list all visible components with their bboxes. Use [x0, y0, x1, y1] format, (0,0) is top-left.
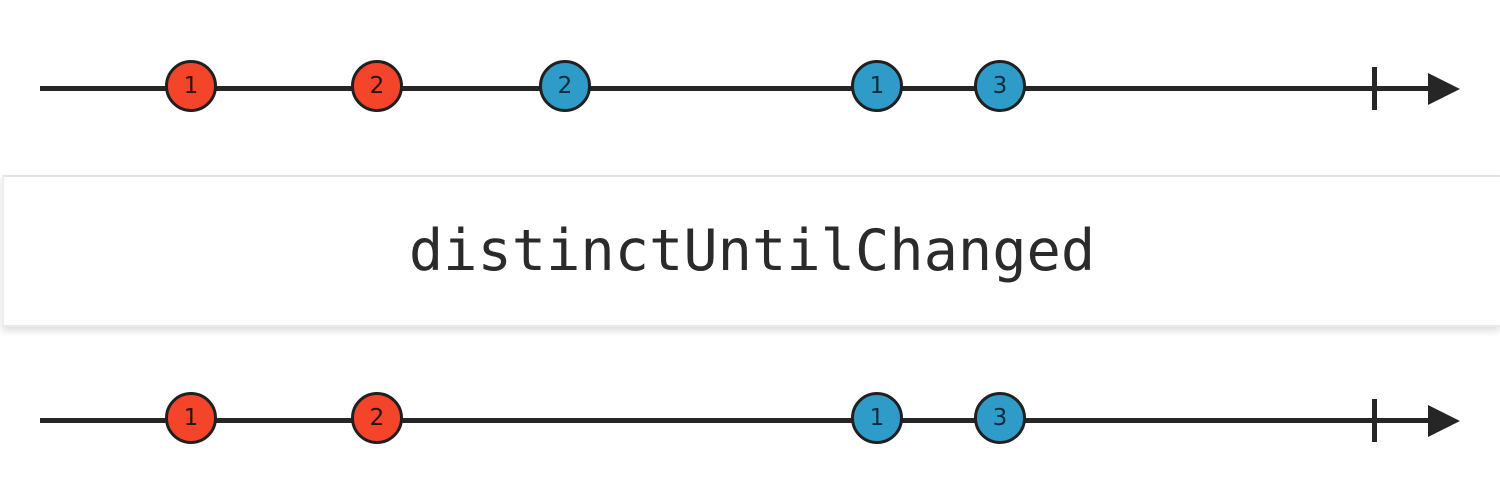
- operator-label: distinctUntilChanged: [408, 217, 1096, 284]
- output-marble-4[interactable]: 3: [974, 392, 1026, 444]
- operator-panel: distinctUntilChanged: [2, 175, 1500, 327]
- output-marble-3[interactable]: 1: [851, 392, 903, 444]
- source-axis-line: [40, 86, 1445, 91]
- source-marble-4[interactable]: 1: [851, 60, 903, 112]
- source-timeline: 1 2 2 1 3: [0, 29, 1500, 149]
- output-axis-line: [40, 418, 1445, 423]
- source-marble-3[interactable]: 2: [539, 60, 591, 112]
- output-marble-1[interactable]: 1: [165, 392, 217, 444]
- source-complete-tick-icon: [1372, 67, 1377, 110]
- output-complete-tick-icon: [1372, 399, 1377, 442]
- output-timeline: 1 2 1 3: [0, 361, 1500, 481]
- source-axis-arrow-icon: [1428, 73, 1460, 105]
- output-axis-arrow-icon: [1428, 405, 1460, 437]
- source-marble-1[interactable]: 1: [165, 60, 217, 112]
- output-marble-2[interactable]: 2: [351, 392, 403, 444]
- source-marble-2[interactable]: 2: [351, 60, 403, 112]
- source-marble-5[interactable]: 3: [974, 60, 1026, 112]
